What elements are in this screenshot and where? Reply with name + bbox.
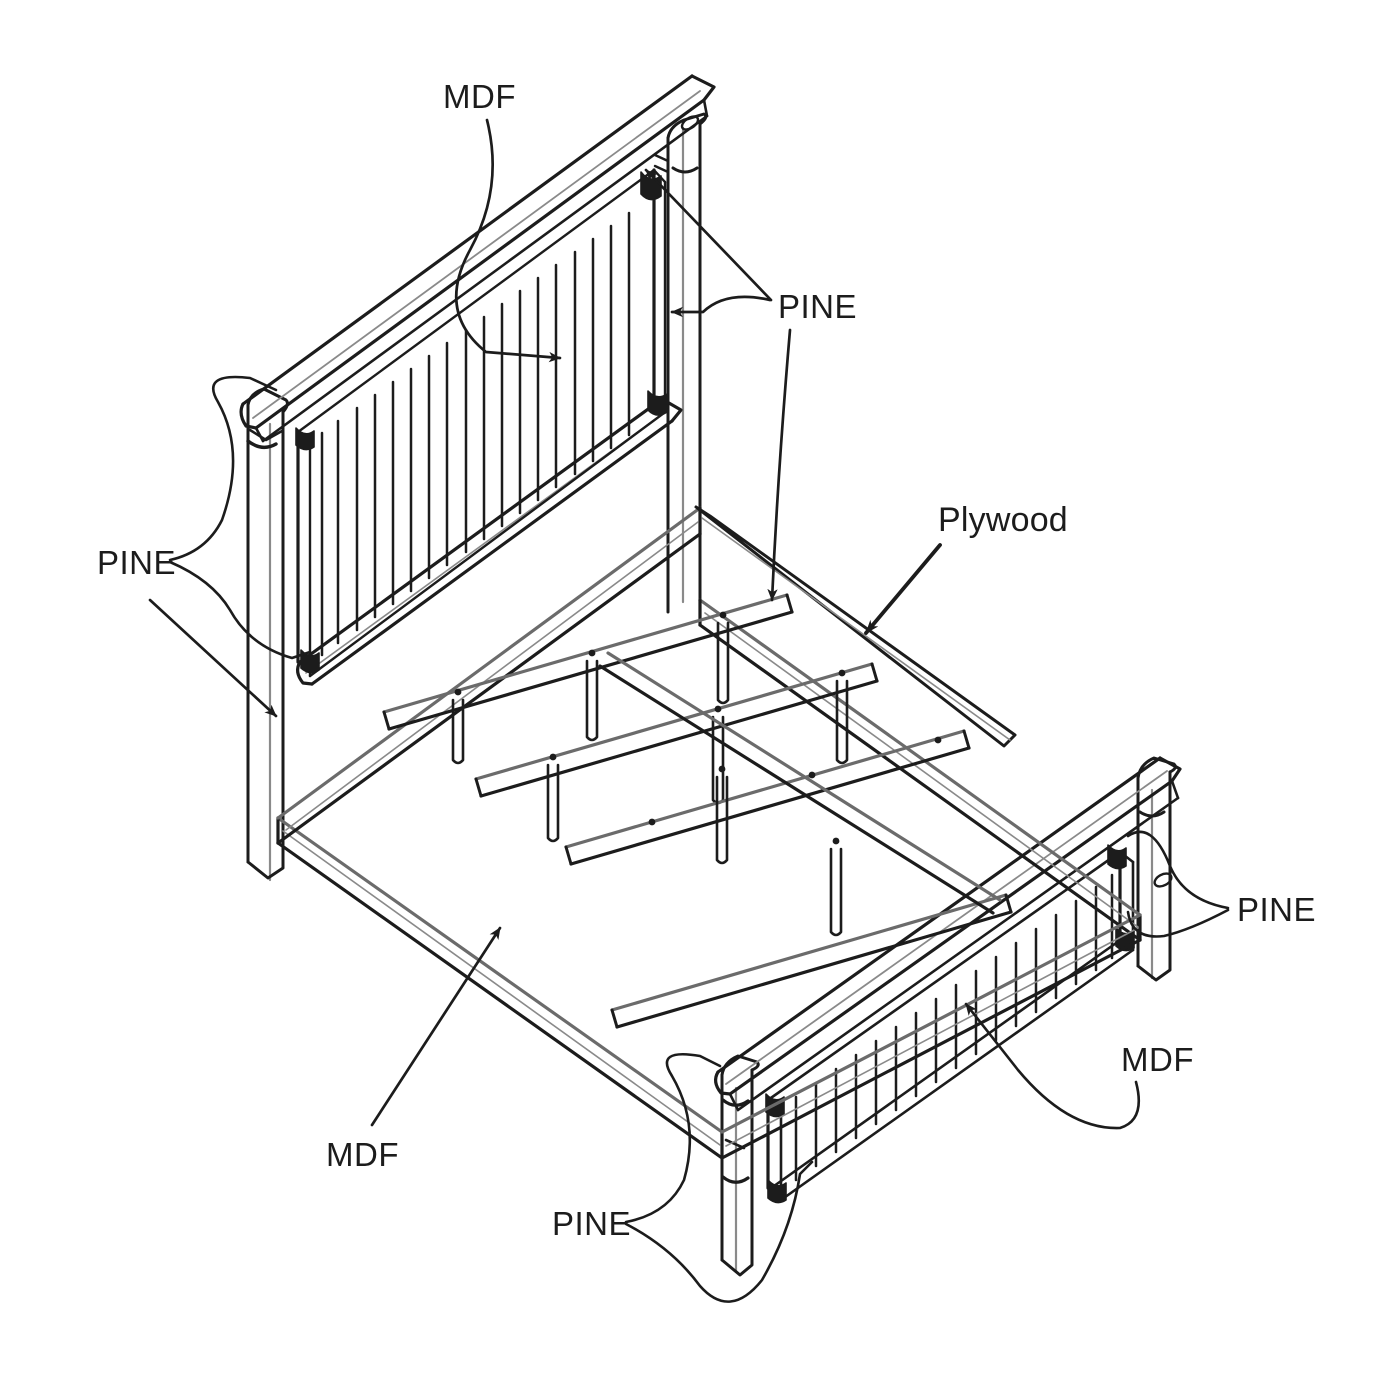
callout-label-mdf-side-rail: MDF (326, 1136, 399, 1173)
platform-ledger-rail (694, 505, 1017, 748)
rail-headboard-end (276, 506, 702, 845)
leader-pine-foot-left-b (624, 1160, 814, 1303)
callout-label-pine-footboard-right: PINE (1237, 891, 1317, 928)
leader-plywood (864, 543, 942, 635)
rail-footboard-end (720, 913, 1142, 1160)
callout-leaders (148, 118, 1230, 1303)
bed-frame-geometry (239, 74, 1182, 1277)
leader-pine-head-right-b (644, 168, 773, 302)
leader-pine-head-right-a (670, 295, 772, 318)
plywood-cross-slat-1 (382, 593, 794, 765)
footboard-fixings (765, 844, 1135, 1204)
leader-pine-foot-right-b (1126, 908, 1230, 938)
side-rail-back (698, 598, 1142, 942)
callout-label-plywood: Plywood (938, 501, 1068, 539)
leader-pine-foot-left-a (624, 1052, 722, 1224)
callout-label-pine-headboard-left: PINE (97, 544, 177, 581)
headboard-mdf-slats (320, 211, 631, 657)
leader-pine-head-left-c (148, 598, 278, 718)
leader-pine-head-right-c (767, 328, 792, 602)
footboard-top-rail (714, 756, 1182, 1112)
plywood-cross-slat-2 (474, 662, 879, 843)
leader-mdf-side-rail (370, 926, 502, 1127)
footboard-left-post (720, 1054, 760, 1277)
leader-mdf-foot-right (964, 1002, 1141, 1130)
footboard-mdf-slats (794, 873, 1114, 1182)
footboard-assembly (714, 756, 1182, 1277)
leader-mdf-headboard (454, 118, 562, 363)
leader-pine-head-left-b (168, 560, 312, 660)
callout-label-mdf-footboard-right: MDF (1121, 1041, 1194, 1078)
headboard-right-post (666, 112, 708, 614)
base-frame (276, 505, 1142, 1160)
plywood-cross-slat-3 (564, 729, 971, 866)
callout-label-mdf-headboard: MDF (443, 78, 516, 115)
center-rail (598, 651, 1002, 937)
headboard-left-post (246, 387, 289, 882)
plywood-cross-slat-4 (610, 893, 1013, 1029)
side-rail-front (276, 816, 724, 1160)
callout-label-pine-footboard-left: PINE (552, 1205, 632, 1242)
leader-pine-foot-right-a (1126, 830, 1230, 910)
headboard-top-rail (239, 74, 716, 443)
headboard-back-panel (296, 168, 670, 678)
leader-pine-head-left-a (168, 375, 278, 562)
footboard-panel-frame (766, 850, 1135, 1202)
callout-label-pine-headboard-right: PINE (778, 288, 858, 325)
headboard-assembly (239, 74, 716, 882)
